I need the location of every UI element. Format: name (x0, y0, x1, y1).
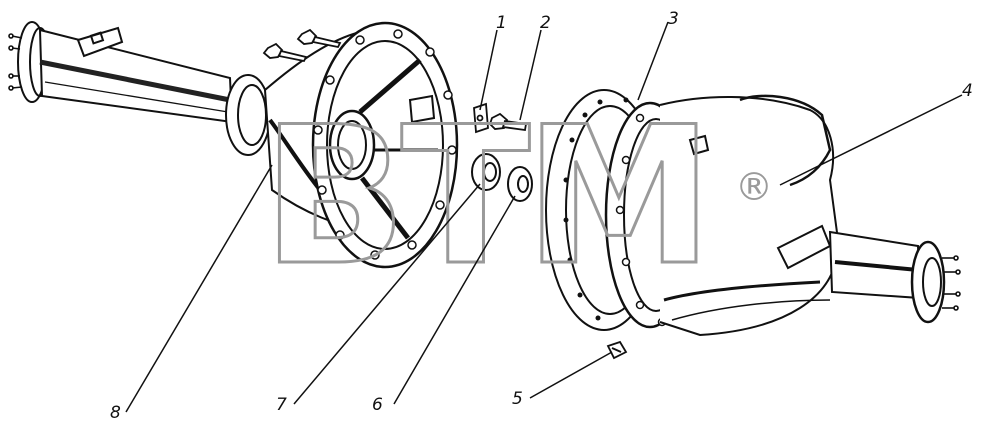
leader-lines (125, 21, 963, 413)
callout-label-8: 8 (110, 403, 121, 423)
watermark-letters: BTM (262, 86, 708, 307)
callout-label-5: 5 (512, 389, 523, 409)
callout-label-7: 7 (276, 395, 287, 415)
callout-label-2: 2 (540, 13, 551, 33)
leader-line-1 (479, 29, 498, 111)
left-axle-housing (8, 21, 459, 269)
washer-part-6 (507, 166, 533, 202)
leader-line-8 (125, 164, 273, 413)
lock-plate-part-1 (473, 102, 489, 134)
callout-label-1: 1 (496, 13, 507, 33)
leader-line-2 (519, 29, 542, 121)
leader-line-4 (779, 94, 963, 186)
callout-label-4: 4 (962, 81, 973, 101)
callout-label-3: 3 (668, 9, 679, 29)
leader-line-3 (637, 21, 669, 101)
bolt-part-2 (488, 112, 528, 132)
plug-part-5 (606, 340, 628, 360)
leader-line-5 (529, 351, 613, 399)
watermark-registered-mark: ® (735, 165, 773, 209)
watermark: BTM ® (261, 85, 774, 309)
leader-line-6 (393, 195, 516, 405)
callout-labels: 1 2 3 4 5 6 7 8 (110, 9, 973, 423)
bolts-top (262, 28, 342, 63)
callout-label-6: 6 (372, 395, 383, 415)
leader-line-7 (293, 183, 481, 405)
right-axle-housing (604, 94, 961, 337)
washer-part-7 (471, 153, 501, 191)
